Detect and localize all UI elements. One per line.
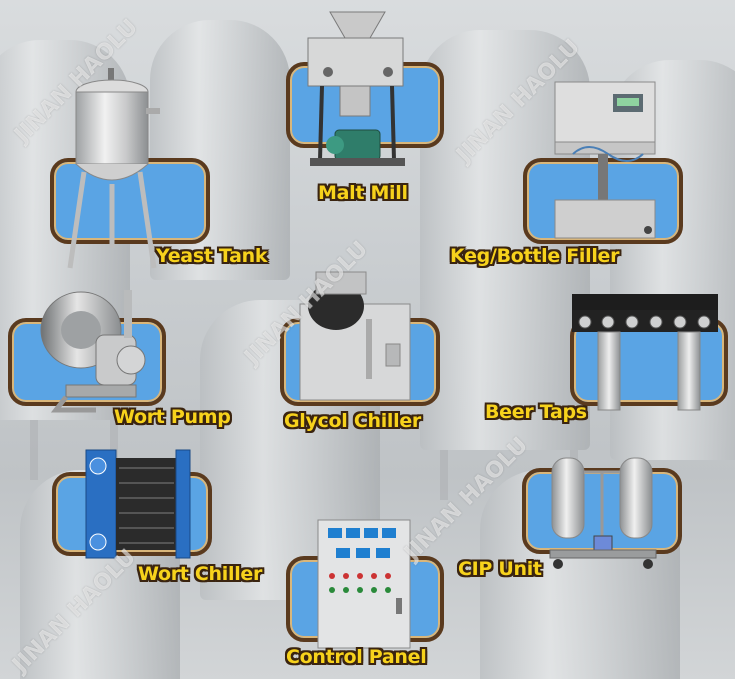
wort-pump-image [40,290,146,413]
wort-pump-label: Wort Pump [114,406,231,428]
yeast-tank-image [67,68,160,269]
cip-unit-label: CIP Unit [458,558,542,580]
glycol-chiller-image [299,271,411,401]
malt-mill-image [307,11,405,166]
beer-taps-panel [570,318,728,406]
malt-mill-label: Malt Mill [318,182,408,204]
beer-taps-image [572,294,718,411]
cip-unit-image [549,457,657,569]
wort-chiller-label: Wort Chiller [138,563,263,585]
keg-bottle-filler-image [554,81,656,239]
control-panel-label: Control Panel [286,646,427,668]
glycol-chiller-label: Glycol Chiller [284,410,422,432]
background-tank-leg [440,450,448,500]
background-tank-leg [30,420,38,480]
beer-taps-label: Beer Taps [485,401,587,423]
keg-bottle-filler-label: Keg/Bottle Filler [450,245,620,267]
yeast-tank-label: Yeast Tank [156,245,268,267]
wort-chiller-image [85,449,191,559]
control-panel-image [317,519,411,649]
